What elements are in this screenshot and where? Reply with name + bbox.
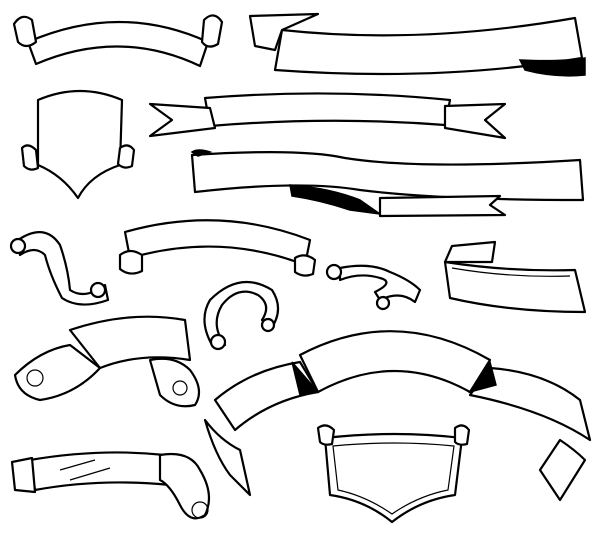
looped-ribbon <box>203 280 280 351</box>
flowing-ribbon <box>190 149 585 218</box>
shield <box>20 89 136 200</box>
folded-banner <box>443 240 587 314</box>
swallowtail-banner <box>148 92 507 140</box>
tattered-ribbon <box>10 451 211 520</box>
arched-ribbon <box>118 219 317 277</box>
crest-shield <box>316 424 471 524</box>
twisted-ribbon <box>13 315 201 408</box>
small-s-scroll <box>325 263 422 311</box>
long-torn-banner <box>248 12 586 77</box>
curved-scroll-banner <box>12 14 224 68</box>
small-curl-scroll <box>9 231 110 306</box>
large-arch-banner <box>203 330 592 502</box>
